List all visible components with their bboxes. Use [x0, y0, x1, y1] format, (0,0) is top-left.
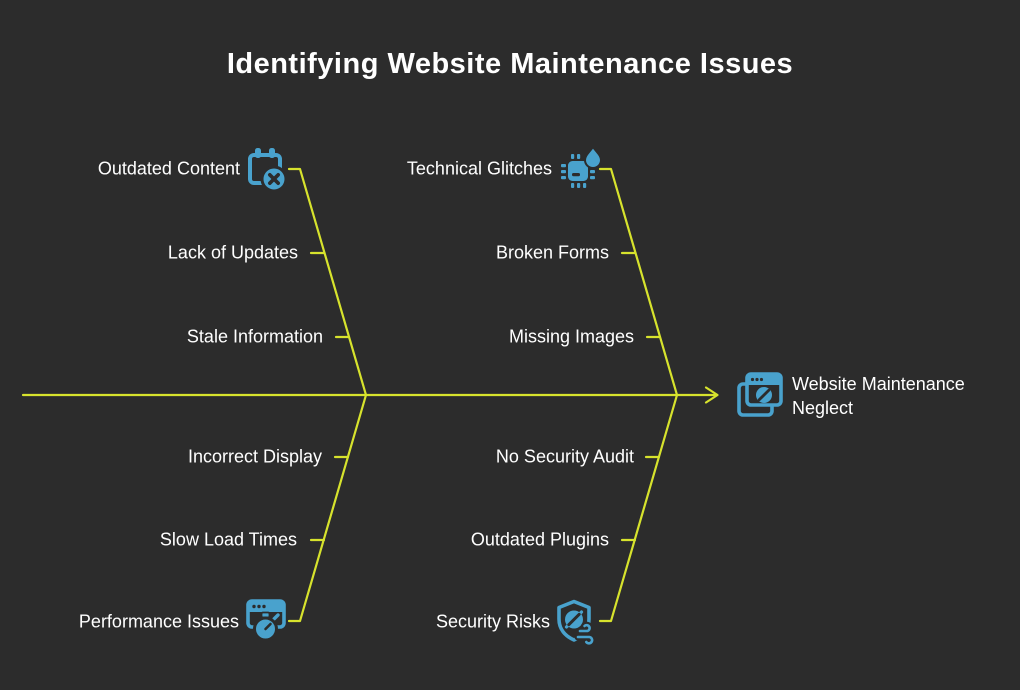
microchip-drop-icon: [561, 145, 603, 188]
spine-arrowhead: [704, 386, 719, 404]
branch-bottom-right-line: [598, 393, 679, 623]
diagram-title: Identifying Website Maintenance Issues: [226, 48, 794, 80]
sub-label-no-security-audit: No Security Audit: [495, 446, 634, 467]
effect-label: Website Maintenance Neglect: [792, 374, 965, 418]
branch-top-right-line: [598, 167, 679, 397]
branch-top-left-line: [287, 167, 368, 397]
sub-label-lack-of-updates: Lack of Updates: [167, 242, 298, 263]
branch-label-outdated-content: Outdated Content: [97, 158, 240, 179]
browser-stopwatch-icon: [246, 599, 286, 642]
shield-slash-wind-icon: [557, 599, 596, 646]
calendar-x-icon: [248, 148, 288, 193]
branch-label-security-risks: Security Risks: [435, 611, 550, 632]
sub-label-incorrect-display: Incorrect Display: [187, 446, 322, 467]
sub-label-broken-forms: Broken Forms: [495, 242, 609, 263]
sub-label-stale-information: Stale Information: [186, 326, 323, 347]
branch-bottom-left-line: [287, 393, 368, 623]
branch-label-performance-issues: Performance Issues: [78, 611, 239, 632]
sub-label-slow-load-times: Slow Load Times: [159, 529, 297, 550]
sub-label-missing-images: Missing Images: [508, 326, 634, 347]
browser-blocked-icon: [737, 372, 783, 417]
sub-label-outdated-plugins: Outdated Plugins: [470, 529, 609, 550]
branch-label-technical-glitches: Technical Glitches: [406, 158, 552, 179]
